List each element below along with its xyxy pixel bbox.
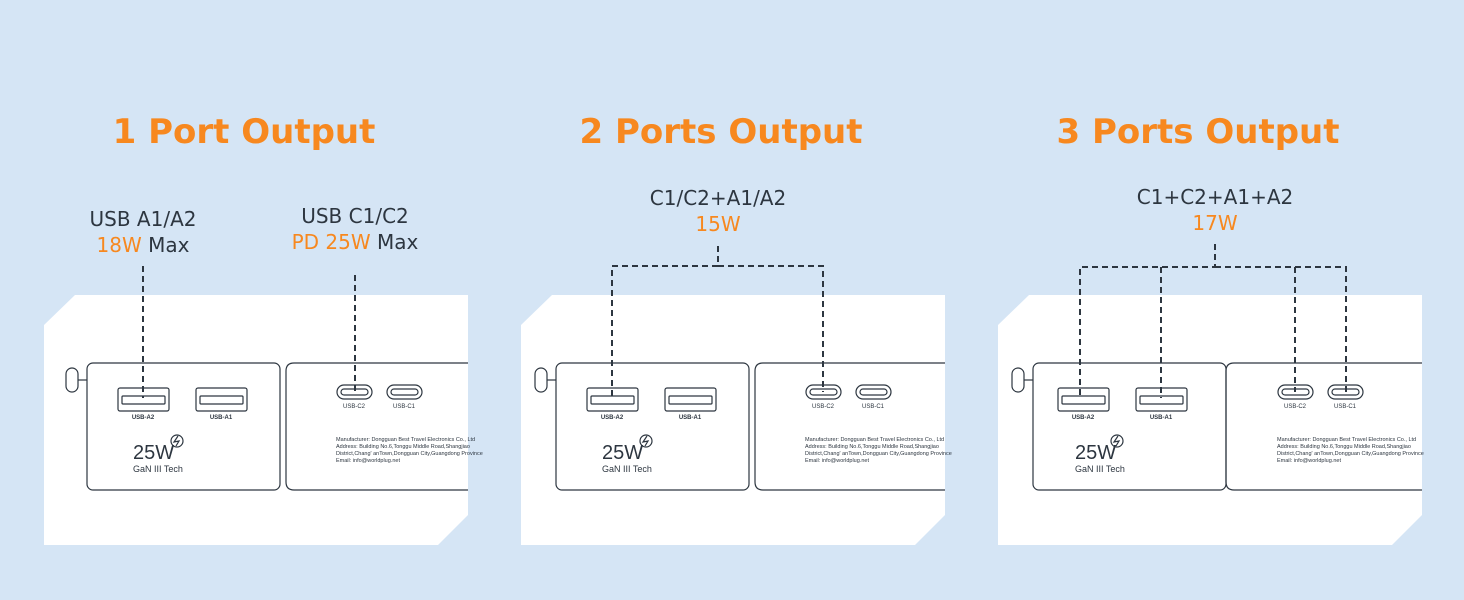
label-ports: C1+C2+A1+A2 bbox=[1136, 185, 1294, 209]
info-line-3: District,Chang' anTown,Dongguan City,Gua… bbox=[805, 451, 952, 457]
combo-output-label: C1+C2+A1+A2 17W bbox=[1137, 184, 1293, 236]
white-card bbox=[44, 295, 468, 545]
label-ports: USB A1/A2 bbox=[89, 207, 197, 231]
port-label-a2: USB-A2 bbox=[601, 415, 624, 421]
white-card bbox=[521, 295, 945, 545]
usb-a1-port bbox=[195, 387, 248, 412]
usb-c1-port bbox=[1327, 384, 1364, 400]
info-line-2: Address: Building No.6,Tonggu Middle Roa… bbox=[805, 444, 939, 450]
leader-line-a2 bbox=[1079, 244, 1216, 398]
label-power: 15W bbox=[650, 211, 786, 237]
port-label-c2: USB-C2 bbox=[343, 404, 366, 410]
right-module bbox=[285, 362, 468, 491]
white-card bbox=[998, 295, 1422, 545]
info-line-1: Manufacturer: Dongguan Best Travel Elect… bbox=[805, 437, 944, 443]
panel-title: 3 Ports Output bbox=[1056, 112, 1340, 152]
port-label-a2: USB-A2 bbox=[132, 415, 155, 421]
combo-output-label: C1/C2+A1/A2 15W bbox=[650, 185, 786, 237]
right-module bbox=[754, 362, 945, 491]
bolt-icon bbox=[170, 434, 184, 448]
charger-illustration: USB-A2 USB-A1 USB-C2 USB-C1 25W GaN III … bbox=[44, 266, 483, 545]
label-ports: C1/C2+A1/A2 bbox=[649, 186, 787, 210]
port-label-c1: USB-C1 bbox=[393, 404, 416, 410]
tech-label: GaN III Tech bbox=[1075, 464, 1125, 474]
leader-line-c1 bbox=[1215, 266, 1347, 392]
port-label-a1: USB-A1 bbox=[1150, 415, 1173, 421]
label-power: 18W Max bbox=[90, 232, 197, 258]
panel-title: 1 Port Output bbox=[112, 112, 376, 152]
tech-label: GaN III Tech bbox=[133, 464, 183, 474]
power-badge: 25W bbox=[1075, 442, 1116, 464]
usb-a2-port bbox=[1057, 387, 1110, 412]
power-value: PD 25W bbox=[291, 230, 371, 254]
info-line-2: Address: Building No.6,Tonggu Middle Roa… bbox=[1277, 444, 1411, 450]
charger-illustration: USB-A2 USB-A1 USB-C2 USB-C1 25W GaN III … bbox=[521, 246, 952, 545]
panel-2-ports-output: 2 Ports Output C1/C2+A1/A2 15W USB-A2 US… bbox=[477, 0, 965, 600]
usb-c1-port bbox=[855, 384, 892, 400]
panel-1-port-output: 1 Port Output USB A1/A2 18W Max USB C1/C… bbox=[0, 0, 488, 600]
power-value: 17W bbox=[1192, 211, 1238, 235]
label-power: 17W bbox=[1137, 210, 1293, 236]
info-line-1: Manufacturer: Dongguan Best Travel Elect… bbox=[336, 437, 475, 443]
port-label-c2: USB-C2 bbox=[1284, 404, 1307, 410]
leader-line-c bbox=[718, 265, 824, 392]
power-badge: 25W bbox=[133, 442, 174, 464]
power-value: 15W bbox=[695, 212, 741, 236]
port-label-c1: USB-C1 bbox=[1334, 404, 1357, 410]
port-label-a1: USB-A1 bbox=[210, 415, 233, 421]
port-label-a2: USB-A2 bbox=[1072, 415, 1095, 421]
usb-a-output-label: USB A1/A2 18W Max bbox=[90, 206, 197, 258]
bolt-icon bbox=[639, 434, 653, 448]
leader-line-a bbox=[611, 246, 719, 398]
usb-a1-port bbox=[664, 387, 717, 412]
power-badge: 25W bbox=[602, 442, 643, 464]
label-power: PD 25W Max bbox=[292, 229, 419, 255]
info-line-4: Email: info@worldplug.net bbox=[805, 458, 869, 464]
power-suffix: Max bbox=[370, 230, 419, 254]
info-line-2: Address: Building No.6,Tonggu Middle Roa… bbox=[336, 444, 470, 450]
info-line-3: District,Chang' anTown,Dongguan City,Gua… bbox=[336, 451, 483, 457]
power-value: 18W bbox=[96, 233, 142, 257]
tech-label: GaN III Tech bbox=[602, 464, 652, 474]
left-module bbox=[555, 362, 750, 491]
panel-3-ports-output: 3 Ports Output C1+C2+A1+A2 17W USB-A2 US… bbox=[954, 0, 1442, 600]
right-module bbox=[1225, 362, 1422, 491]
charger-illustration: USB-A2 USB-A1 USB-C2 USB-C1 25W GaN III … bbox=[998, 244, 1424, 545]
label-ports: USB C1/C2 bbox=[301, 204, 409, 228]
power-suffix: Max bbox=[141, 233, 190, 257]
port-label-c2: USB-C2 bbox=[812, 404, 835, 410]
panel-title: 2 Ports Output bbox=[579, 112, 863, 152]
port-label-a1: USB-A1 bbox=[679, 415, 702, 421]
info-line-3: District,Chang' anTown,Dongguan City,Gua… bbox=[1277, 451, 1424, 457]
port-label-c1: USB-C1 bbox=[862, 404, 885, 410]
info-line-1: Manufacturer: Dongguan Best Travel Elect… bbox=[1277, 437, 1416, 443]
left-module bbox=[86, 362, 281, 491]
usb-a2-port bbox=[586, 387, 639, 412]
usb-c1-port bbox=[386, 384, 423, 400]
info-line-4: Email: info@worldplug.net bbox=[336, 458, 400, 464]
usb-c-output-label: USB C1/C2 PD 25W Max bbox=[292, 203, 419, 255]
usb-c2-port bbox=[1277, 384, 1314, 400]
bolt-icon bbox=[1110, 434, 1124, 448]
info-line-4: Email: info@worldplug.net bbox=[1277, 458, 1341, 464]
